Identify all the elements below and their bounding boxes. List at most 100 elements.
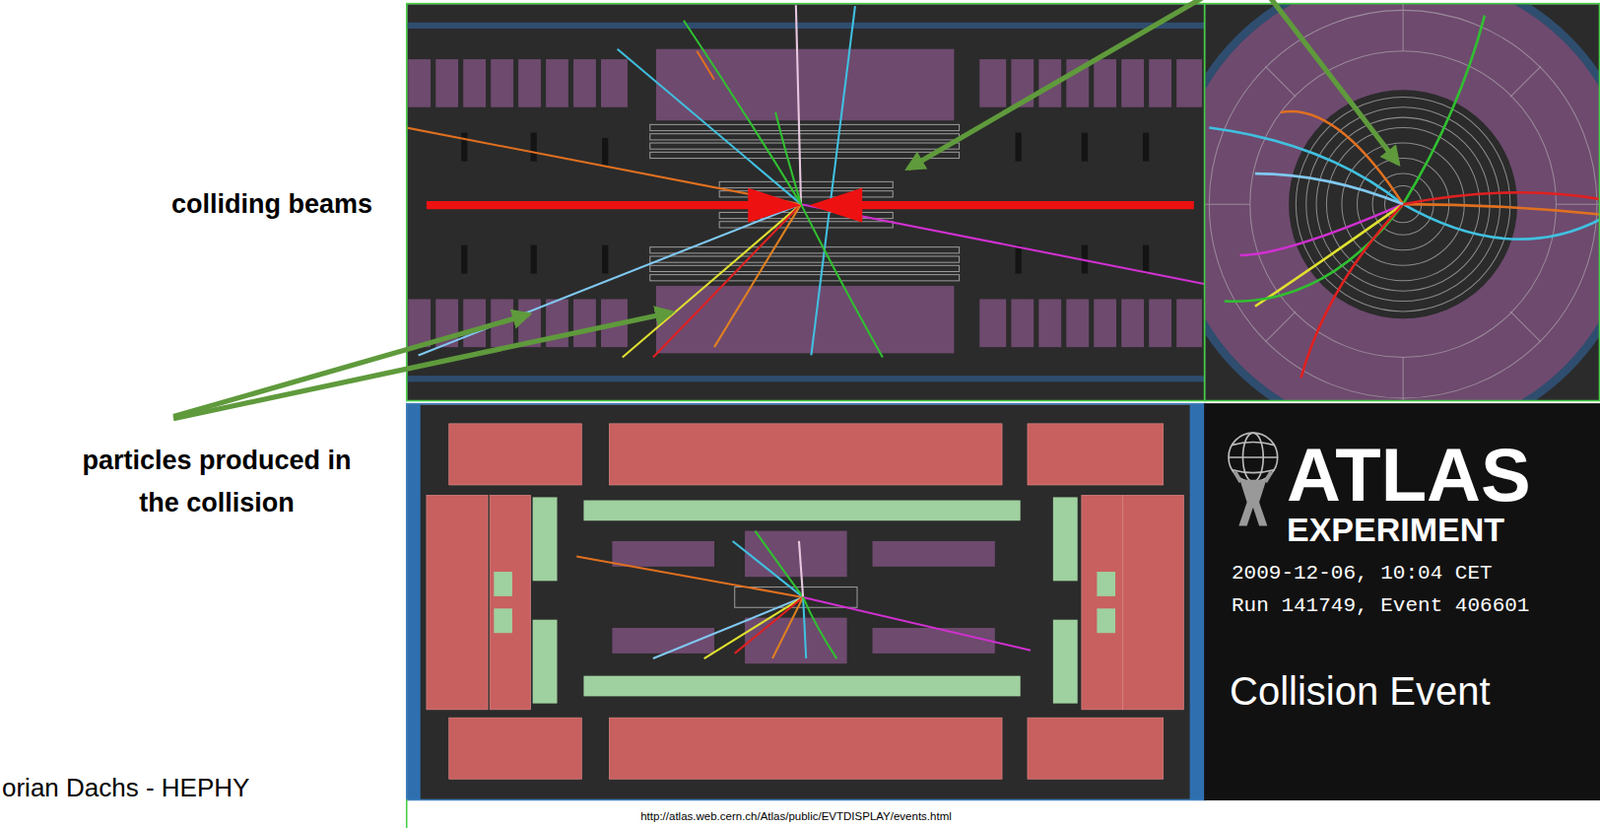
side-view-panel-part-part: [1142, 133, 1149, 162]
annotation-label: particles produced in the collision: [78, 439, 355, 525]
side-view-panel-part-part: [650, 274, 960, 281]
side-view-panel-part-part: [545, 59, 569, 108]
side-view-panel-part-part: [1148, 59, 1172, 108]
full-detector-panel-part-part: [1053, 619, 1078, 704]
source-url: http://atlas.web.cern.ch/Atlas/public/EV…: [549, 809, 1043, 823]
logo-subtitle: EXPERIMENT: [1286, 510, 1583, 549]
logo-panel-part-part: [1231, 468, 1275, 472]
full-detector-panel-part-part: [449, 423, 583, 485]
end-view-panel-part-part: [1265, 311, 1296, 342]
end-view-panel-part-part: [1402, 192, 1600, 204]
end-view-panel-part-part: [1301, 203, 1404, 378]
event-display-part: [1204, 3, 1600, 401]
side-view-panel-part-part: [1081, 133, 1088, 162]
side-view-panel-part-part: [979, 298, 1006, 347]
full-detector-panel-part-part: [583, 500, 1020, 522]
author-footer: orian Dachs - HEPHY: [1, 773, 357, 803]
logo-panel: [1203, 402, 1600, 800]
full-detector-panel-part-part: [493, 571, 513, 597]
full-detector-panel-part-part: [872, 540, 996, 567]
end-view-panel-part-part: [1224, 203, 1403, 302]
side-view-panel-part-part: [1015, 133, 1022, 162]
end-view-panel-part-part: [1255, 203, 1403, 307]
callout-arrows-part: [1269, 0, 1398, 164]
full-detector-panel-part-part: [608, 717, 1002, 779]
side-view-panel-part: [406, 375, 1204, 382]
side-view-panel-part-part: [1121, 59, 1144, 108]
full-detector-panel-part-part: [1053, 496, 1078, 581]
end-view-panel-part: [1208, 15, 1600, 379]
side-view-panel-part: [747, 188, 801, 223]
side-view-panel-part-part: [656, 49, 954, 122]
side-view-panel-part-part: [463, 59, 486, 108]
side-view-panel-part-part: [1015, 245, 1022, 274]
full-detector-panel-part-part: [449, 717, 583, 779]
end-view-panel-part: [1204, 3, 1600, 400]
logo-panel-part: [1203, 402, 1600, 800]
side-view-panel-part-part: [650, 124, 960, 131]
full-detector-panel-part-part: [493, 607, 513, 633]
full-detector-panel-part-part: [802, 597, 1031, 651]
side-view-panel-part-part: [1093, 59, 1117, 108]
side-view-panel-part-part: [1038, 298, 1062, 347]
side-view-panel-part-part: [617, 49, 801, 204]
side-view-panel-part-part: [407, 59, 431, 108]
side-view-panel-part-part: [796, 4, 801, 204]
end-view-panel-part-part: [1208, 9, 1598, 399]
side-view-panel-part-part: [696, 51, 715, 80]
full-detector-panel-part-part: [1096, 607, 1116, 633]
side-view-panel-part-part: [1176, 59, 1202, 108]
side-view-panel-part-part: [775, 112, 801, 204]
side-view-panel-part-part: [719, 181, 893, 188]
end-view-panel-part-part: [1255, 173, 1403, 204]
side-view-panel-part-part: [650, 247, 960, 254]
side-view-panel-part-part: [653, 203, 801, 357]
side-view-panel-part-part: [714, 203, 801, 347]
side-view-panel-part-part: [650, 256, 960, 263]
side-view-panel-part-part: [461, 133, 467, 162]
full-detector-panel-part-part: [802, 597, 806, 659]
side-view-panel-part-part: [407, 298, 431, 347]
side-view-panel-part-part: [601, 137, 608, 167]
event-display-part: [406, 403, 1205, 800]
side-view-panel-part-part: [1066, 298, 1089, 347]
full-detector-panel-part-part: [1027, 423, 1164, 485]
full-detector-panel-part: [493, 496, 1116, 703]
side-view-panel-part-part: [1121, 298, 1144, 347]
full-detector-panel-part-part: [576, 555, 803, 597]
side-view-panel-part-part: [656, 285, 954, 353]
end-view-panel-part-part: [1402, 3, 1404, 52]
callout-arrows-part: [173, 314, 529, 417]
side-view-panel-part-part: [463, 298, 486, 347]
end-view-panel-part-part: [1204, 203, 1251, 205]
end-view-panel-part-part: [1510, 66, 1541, 97]
logo-title: ATLAS: [1286, 431, 1583, 518]
full-detector-panel-part: [576, 531, 1031, 659]
side-view-panel-part-part: [435, 59, 459, 108]
callout-arrows-part: [908, 0, 1202, 169]
side-view-panel-part-part: [650, 133, 960, 140]
full-detector-panel-part-part: [872, 627, 996, 654]
logo-panel-part-part: [1228, 456, 1278, 459]
side-view-panel-part-part: [650, 151, 960, 158]
end-view-panel-part-part: [1402, 203, 1600, 240]
logo-panel-part: [1228, 432, 1278, 482]
side-view-panel-part-part: [406, 127, 801, 204]
logo-panel-part: [1238, 479, 1267, 527]
side-view-panel-part-part: [418, 203, 801, 355]
full-detector-panel-part: [611, 531, 995, 665]
end-view-panel-part-part: [1555, 203, 1600, 205]
event-run: Run 141749, Event 406601: [1231, 594, 1597, 618]
side-view-panel-part-part: [1176, 298, 1202, 347]
end-view-panel-part-part: [1265, 66, 1296, 97]
side-view-panel-part-part: [461, 245, 467, 274]
side-view-panel-part-part: [518, 59, 541, 108]
side-view-panel-part-part: [650, 142, 960, 149]
callout-arrows-part: [173, 312, 671, 419]
full-detector-panel-part-part: [754, 531, 803, 598]
full-detector-panel-part-part: [533, 496, 558, 581]
full-detector-panel-part-part: [704, 597, 803, 659]
end-view-panel: [1204, 3, 1600, 400]
side-view-panel-part-part: [810, 5, 856, 355]
full-detector-panel-part-part: [1096, 571, 1116, 597]
